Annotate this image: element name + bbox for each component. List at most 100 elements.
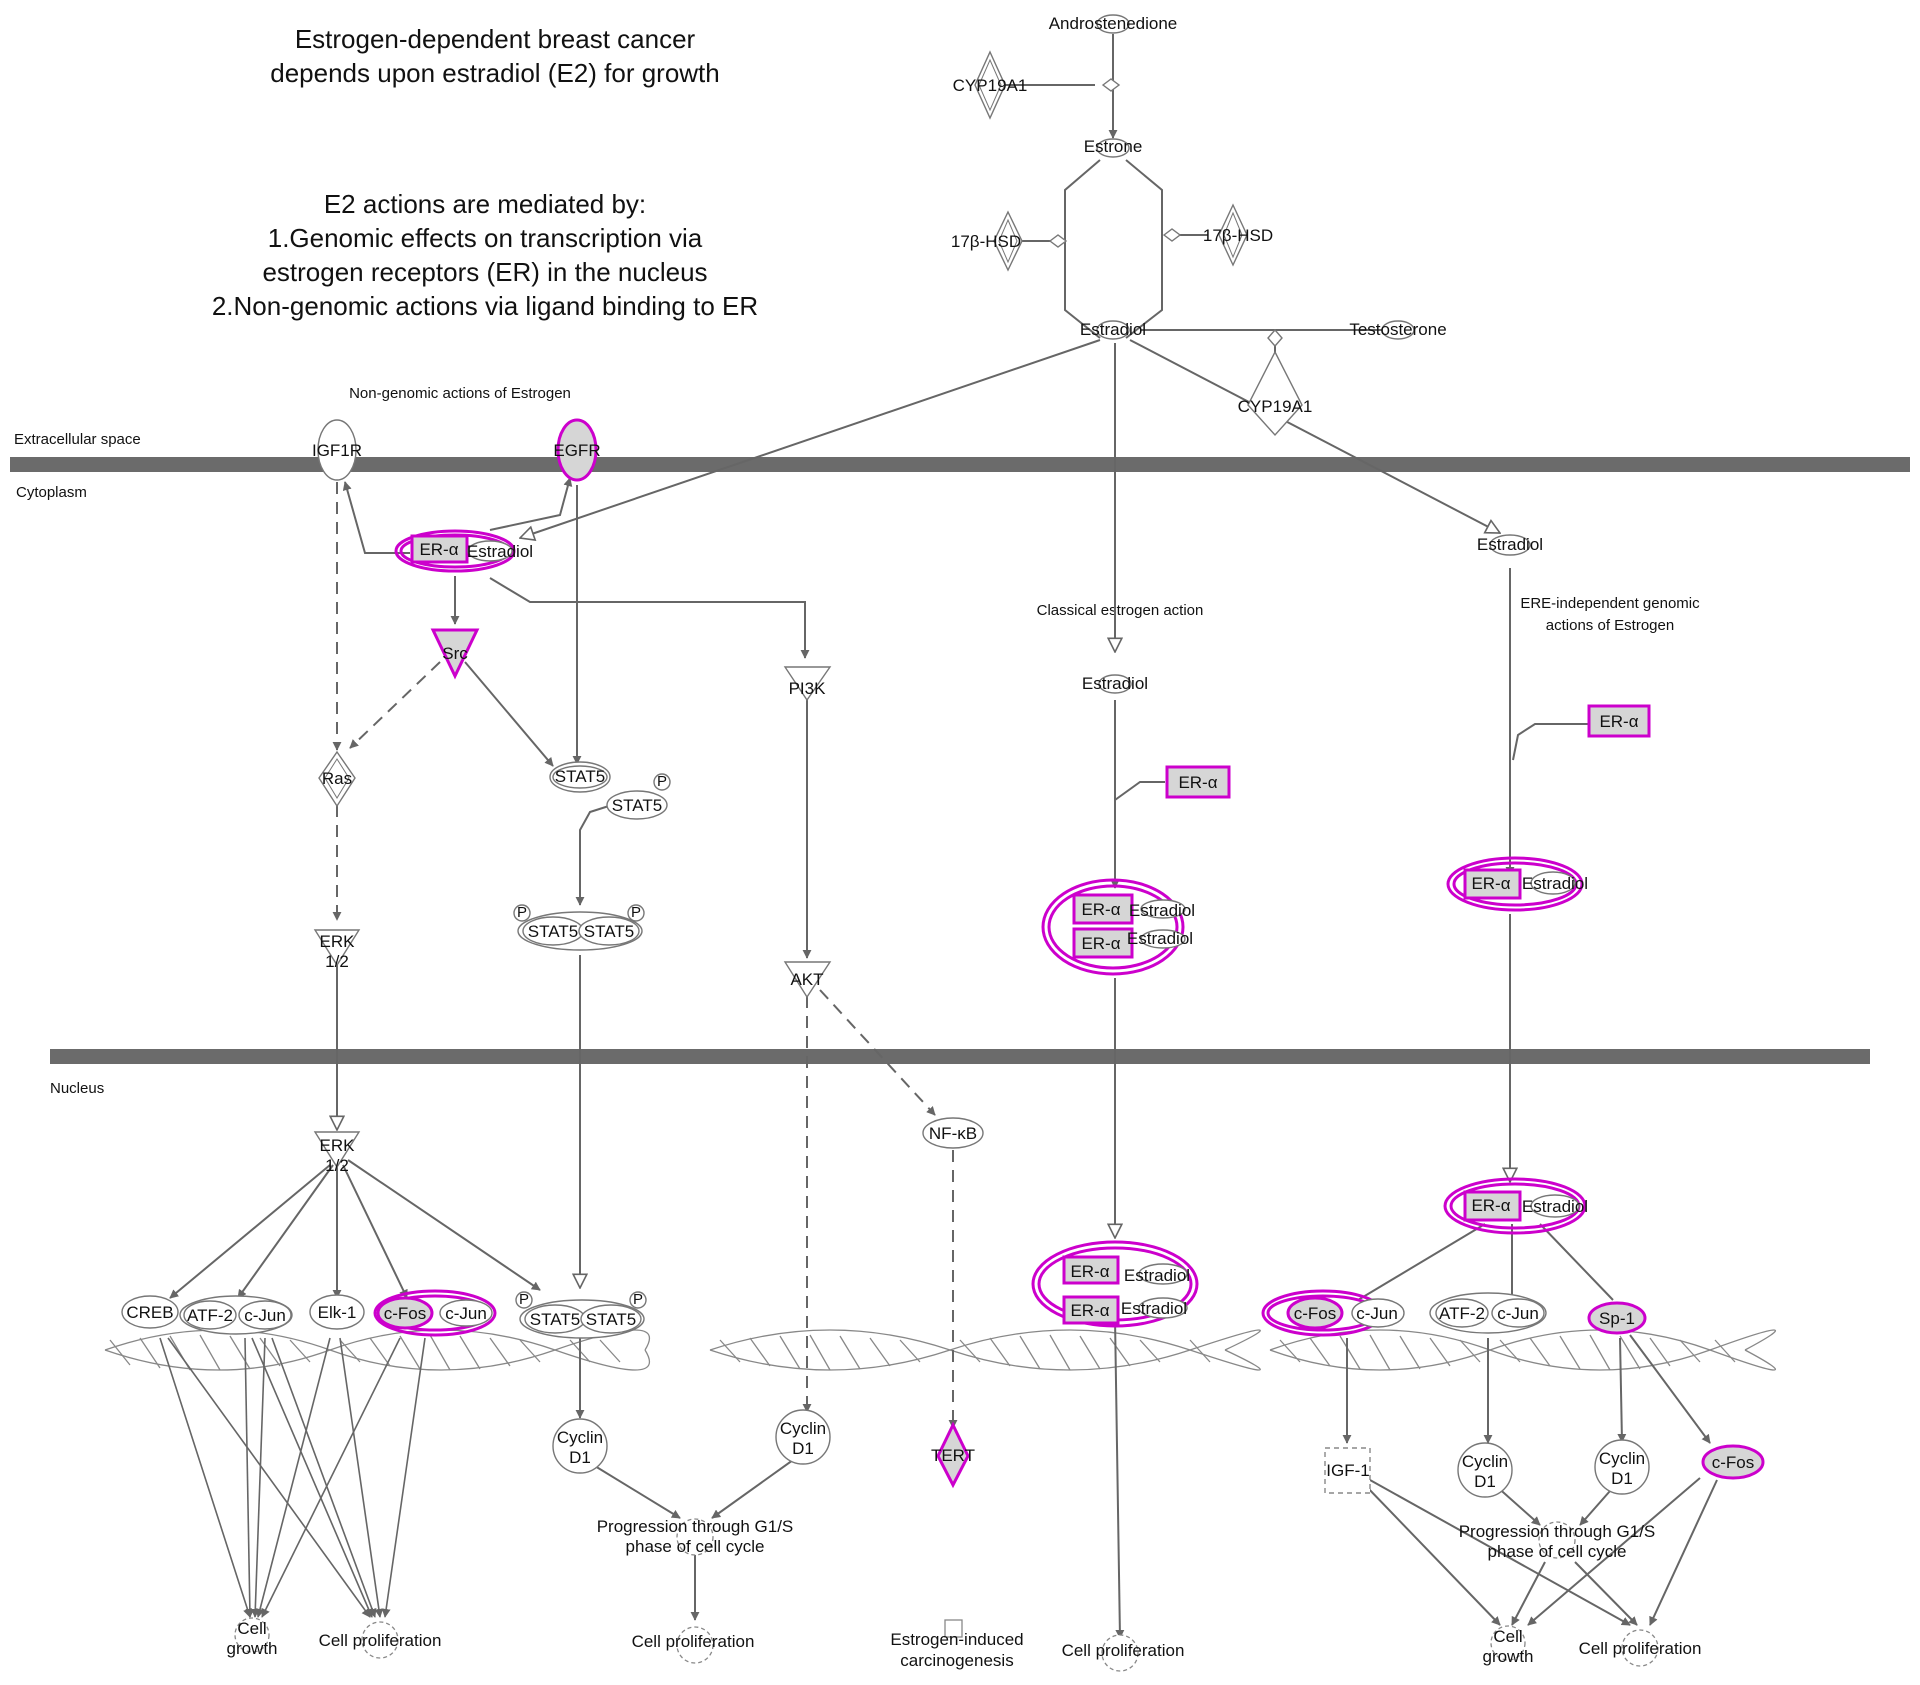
- cell-growth-label-1: Cell: [237, 1619, 266, 1638]
- hsd17b-left-node[interactable]: [993, 210, 1023, 272]
- mechanism-line-3: estrogen receptors (ER) in the nucleus: [262, 257, 707, 287]
- g1s-progression-node-1[interactable]: [676, 1518, 714, 1556]
- er-dimer-complex-nucleus[interactable]: [1031, 1240, 1199, 1328]
- carcinogenesis-label-2: carcinogenesis: [900, 1651, 1013, 1670]
- androstenedione-node[interactable]: [1096, 14, 1130, 34]
- cfos-right-node[interactable]: [1701, 1444, 1765, 1480]
- cell-proliferation-stat5-node[interactable]: [676, 1626, 714, 1664]
- cyclin-d1-label-2: D1: [792, 1439, 814, 1458]
- cfos-label: c-Fos: [1294, 1304, 1337, 1323]
- cyclin-d1-sp1-node[interactable]: [1594, 1439, 1650, 1495]
- cell-proliferation-classical-node[interactable]: [1101, 1634, 1139, 1672]
- er-alpha-label: ER-α: [1471, 1196, 1510, 1215]
- cyp19a1-top-label: CYP19A1: [953, 76, 1028, 95]
- erk-nucleus-label-2: 1/2: [325, 1156, 349, 1175]
- atf2-cjun-complex-left[interactable]: [179, 1295, 293, 1335]
- cell-proliferation-left-label: Cell proliferation: [319, 1631, 442, 1650]
- cell-proliferation-left-node[interactable]: [361, 1621, 399, 1659]
- elk1-node[interactable]: [309, 1294, 365, 1330]
- cjun-label: c-Jun: [1497, 1304, 1539, 1323]
- igf1-node[interactable]: [1324, 1447, 1371, 1494]
- egfr-label: EGFR: [553, 441, 600, 460]
- testosterone-label: Testosterone: [1349, 320, 1446, 339]
- estradiol-label: Estradiol: [1129, 901, 1195, 920]
- sp1-node[interactable]: [1587, 1301, 1647, 1335]
- stat5-dimer-nucleus[interactable]: [515, 1291, 647, 1339]
- enzyme-link-diamond: [1048, 234, 1068, 248]
- estradiol-label: Estradiol: [1080, 320, 1146, 339]
- title-line-1: Estrogen-dependent breast cancer: [295, 24, 696, 54]
- erk-cytoplasm-node[interactable]: [313, 929, 361, 967]
- igf1r-node[interactable]: [317, 419, 357, 481]
- stat5-dimer-cytoplasm[interactable]: [513, 904, 645, 951]
- stat5-label: STAT5: [555, 767, 605, 786]
- classical-section-label: Classical estrogen action: [1037, 602, 1204, 619]
- estradiol-label: Estradiol: [467, 542, 533, 561]
- er-alpha-label: ER-α: [419, 540, 458, 559]
- igf1r-label: IGF1R: [312, 441, 362, 460]
- creb-node[interactable]: [121, 1295, 179, 1329]
- cell-proliferation-right-node[interactable]: [1621, 1629, 1659, 1667]
- cell-proliferation-classical-label: Cell proliferation: [1062, 1641, 1185, 1660]
- cyclin-d1-akt-node[interactable]: [775, 1409, 831, 1465]
- er-estradiol-complex-ere-nucleus[interactable]: [1443, 1177, 1587, 1235]
- ere-section-label-2: actions of Estrogen: [1546, 617, 1674, 634]
- estradiol-ere-node[interactable]: [1489, 534, 1531, 556]
- er-alpha-ere-label: ER-α: [1599, 712, 1638, 731]
- cyp19a1-lower-label: CYP19A1: [1238, 397, 1313, 416]
- nfkb-node[interactable]: [922, 1117, 984, 1149]
- cyclin-d1-label-1: Cyclin: [557, 1428, 603, 1447]
- testosterone-node[interactable]: [1381, 320, 1415, 340]
- cyp19a1-lower-node[interactable]: [1247, 350, 1303, 437]
- estradiol-classical-label: Estradiol: [1082, 674, 1148, 693]
- cfos-cjun-complex-right[interactable]: [1261, 1289, 1405, 1337]
- nongenomic-section-label: Non-genomic actions of Estrogen: [349, 385, 571, 402]
- egfr-node[interactable]: [556, 418, 598, 482]
- src-node[interactable]: [430, 628, 480, 680]
- er-estradiol-complex-ere-cytoplasm[interactable]: [1446, 856, 1584, 912]
- cyclin-d1-label-2: D1: [1474, 1472, 1496, 1491]
- cell-growth-left-node[interactable]: [234, 1617, 270, 1653]
- cyclin-d1-atf2-node[interactable]: [1457, 1442, 1513, 1498]
- cfos-cjun-complex-left[interactable]: [373, 1289, 497, 1337]
- estradiol-label: Estradiol: [1522, 1197, 1588, 1216]
- erk-nucleus-node[interactable]: [313, 1131, 361, 1169]
- akt-label: AKT: [790, 970, 823, 989]
- er-alpha-label: ER-α: [1070, 1262, 1109, 1281]
- er-estradiol-complex-nongenomic[interactable]: [394, 529, 516, 573]
- pi3k-label: PI3K: [789, 679, 827, 698]
- cyp19a1-top-node[interactable]: [974, 50, 1006, 120]
- cell-growth-label-2: growth: [1482, 1647, 1533, 1666]
- cyclin-d1-stat5-node[interactable]: [552, 1418, 608, 1474]
- tert-node[interactable]: [936, 1421, 970, 1489]
- akt-node[interactable]: [783, 961, 832, 999]
- pi3k-node[interactable]: [783, 666, 832, 702]
- stat5-node[interactable]: [549, 761, 611, 793]
- igf1-label: IGF-1: [1326, 1461, 1369, 1480]
- er-alpha-label: ER-α: [1471, 874, 1510, 893]
- cytoplasm-label: Cytoplasm: [16, 484, 87, 501]
- estradiol-ere-label: Estradiol: [1477, 535, 1543, 554]
- cell-growth-label-1: Cell: [1493, 1627, 1522, 1646]
- ere-section-label-1: ERE-independent genomic: [1520, 595, 1700, 612]
- nfkb-label: NF-κB: [929, 1124, 977, 1143]
- estradiol-node[interactable]: [1096, 320, 1130, 340]
- phospho-label: P: [633, 1291, 643, 1308]
- er-alpha-classical-node[interactable]: [1165, 765, 1231, 799]
- atf2-cjun-complex-right[interactable]: [1429, 1292, 1547, 1334]
- carcinogenesis-node[interactable]: [944, 1619, 963, 1638]
- g1s-label-1: Progression through G1/S: [1459, 1522, 1656, 1541]
- estradiol-classical-node[interactable]: [1098, 674, 1132, 694]
- cyclin-d1-label-1: Cyclin: [1599, 1449, 1645, 1468]
- g1s-progression-node-2[interactable]: [1538, 1521, 1576, 1559]
- cell-growth-right-node[interactable]: [1490, 1625, 1526, 1661]
- estradiol-label: Estradiol: [1127, 929, 1193, 948]
- hsd17b-right-node[interactable]: [1218, 203, 1248, 267]
- estrone-node[interactable]: [1096, 138, 1130, 158]
- ras-node[interactable]: [318, 750, 356, 808]
- er-alpha-ere-node[interactable]: [1587, 704, 1651, 738]
- er-dimer-complex-cytoplasm[interactable]: [1041, 878, 1186, 976]
- ras-label: Ras: [322, 769, 352, 788]
- stat5-phospho-node[interactable]: [606, 773, 671, 820]
- enzyme-link-diamond: [1267, 328, 1283, 348]
